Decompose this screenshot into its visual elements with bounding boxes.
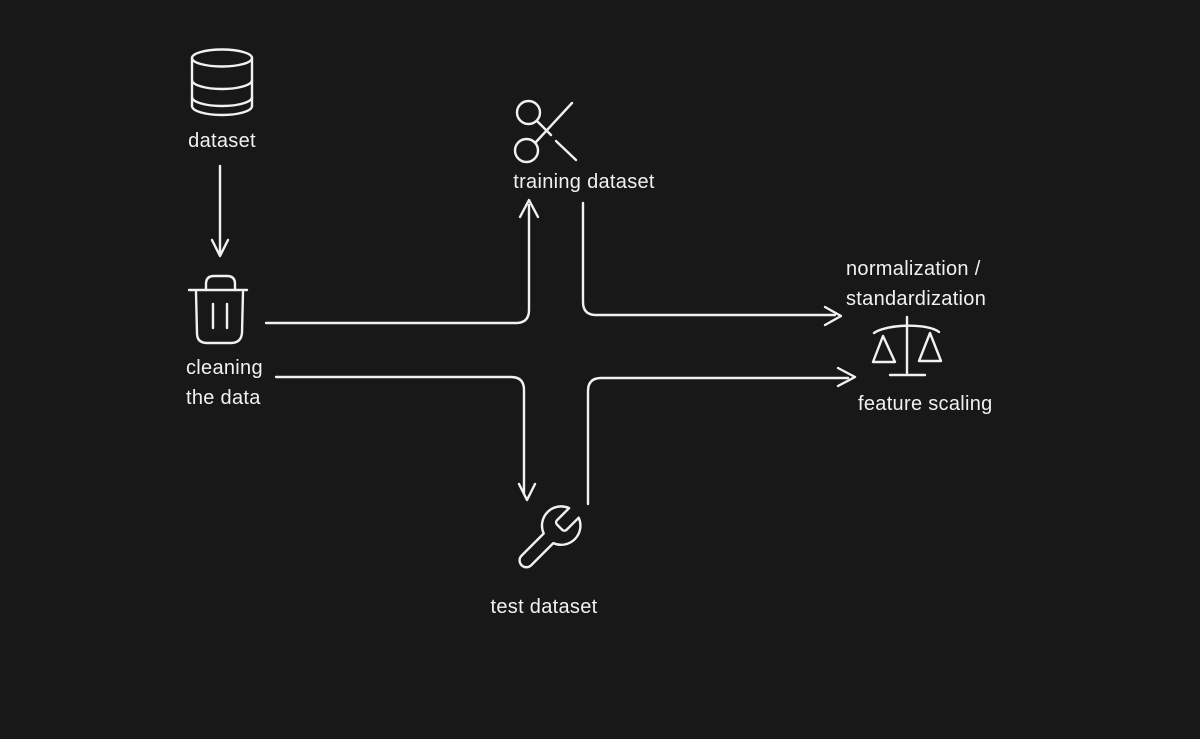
- training-dataset-label: training dataset: [513, 171, 655, 193]
- cleaning-label-line2: the data: [186, 387, 261, 409]
- dataset-label: dataset: [188, 130, 256, 152]
- normalization-label: normalization / standardization: [846, 254, 986, 314]
- normalization-label-line2: standardization: [846, 288, 987, 310]
- arrow-test-to-scaling: [586, 366, 857, 506]
- cleaning-label: cleaning the data: [186, 353, 263, 413]
- wrench-icon: [518, 505, 582, 569]
- normalization-label-line1: normalization /: [846, 258, 981, 280]
- database-icon: [190, 48, 254, 117]
- arrow-training-to-scaling: [581, 201, 843, 327]
- scissors-icon: [513, 99, 578, 164]
- trash-icon: [187, 274, 249, 345]
- cleaning-label-line1: cleaning: [186, 357, 263, 379]
- arrow-cleaning-to-test: [274, 375, 537, 502]
- test-dataset-label: test dataset: [490, 596, 598, 618]
- balance-scale-icon: [871, 315, 943, 377]
- arrow-cleaning-to-training: [264, 198, 540, 325]
- feature-scaling-label: feature scaling: [858, 393, 993, 415]
- arrow-dataset-to-cleaning: [210, 164, 230, 258]
